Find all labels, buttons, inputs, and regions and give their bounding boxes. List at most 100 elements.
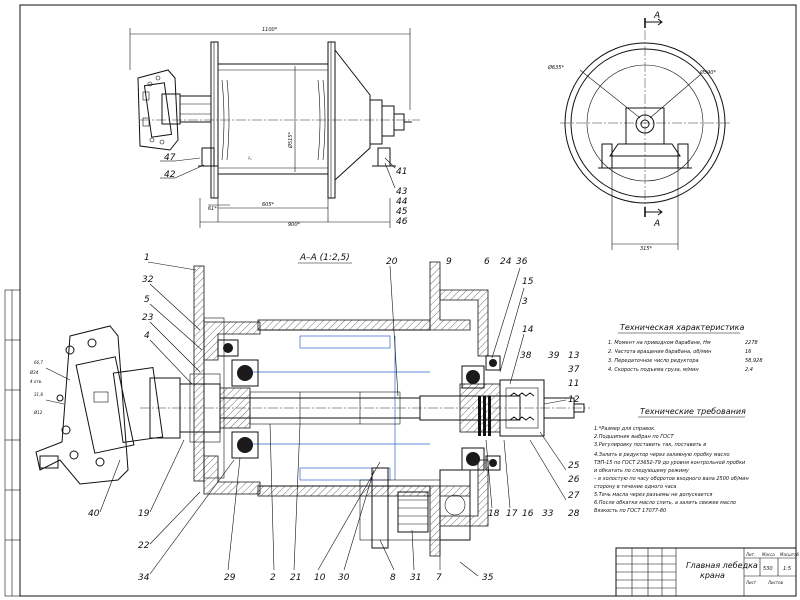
dim-total-length: 900* [288, 222, 301, 228]
svg-text:13: 13 [568, 351, 580, 361]
svg-text:2: 2 [270, 573, 276, 583]
section-callouts: 1 32 5 23 4 20 9 6 24 36 15 3 14 38 39 1… [88, 253, 580, 583]
svg-text:41: 41 [396, 167, 407, 177]
svg-text:39: 39 [548, 351, 560, 361]
tech-characteristics: Техническая характеристика 1. Момент на … [608, 323, 763, 373]
dim-side-width: 315* [640, 246, 653, 252]
svg-text:4: 4 [144, 331, 150, 341]
svg-text:11: 11 [568, 379, 579, 389]
dim-drum-length: 605* [262, 202, 275, 208]
svg-text:6: 6 [484, 257, 490, 267]
title-block: Главная лебедка крана Лит. Масса Масштаб… [615, 547, 800, 597]
svg-text:46: 46 [396, 217, 408, 227]
svg-text:7: 7 [436, 573, 442, 583]
svg-text:35: 35 [482, 573, 494, 583]
svg-text:31: 31 [410, 573, 421, 583]
svg-text:4. Скорость подъема груза, м/м: 4. Скорость подъема груза, м/мин [608, 367, 699, 373]
svg-text:30: 30 [338, 573, 350, 583]
sheet-frame [19, 4, 797, 597]
svg-text:4.Залить в редуктор через зали: 4.Залить в редуктор через заливную пробк… [594, 452, 730, 458]
svg-text:ТЭП-15 по ГОСТ 23652-79 до уро: ТЭП-15 по ГОСТ 23652-79 до уровня контро… [594, 460, 746, 466]
section-mark-bottom: A [653, 219, 660, 229]
title-mass: 530 [763, 566, 773, 572]
title-name-2: крана [700, 571, 725, 580]
svg-text:32: 32 [142, 275, 154, 285]
svg-text:36: 36 [516, 257, 528, 267]
svg-text:45: 45 [396, 207, 408, 217]
svg-text:34: 34 [138, 573, 150, 583]
svg-text:2278: 2278 [745, 340, 758, 346]
section-view: A–A (1:2,5) [29, 253, 590, 583]
svg-text:38: 38 [520, 351, 532, 361]
left-binding-strip [4, 289, 21, 597]
svg-text:28: 28 [568, 509, 580, 519]
svg-text:2.Подшипник выбран по ГОСТ: 2.Подшипник выбран по ГОСТ [594, 434, 674, 440]
dim-top-length: 1100* [262, 27, 278, 33]
left-bearings [217, 339, 259, 459]
svg-text:и обкатать по следующему режим: и обкатать по следующему режиму [594, 468, 690, 474]
svg-text:Лист: Лист [745, 580, 757, 585]
svg-text:29: 29 [224, 573, 236, 583]
svg-text:31,8: 31,8 [34, 392, 43, 397]
svg-text:Листов: Листов [767, 580, 784, 585]
title-scale: 1:5 [783, 566, 791, 572]
svg-text:– в холостую по часу оборотов: – в холостую по часу оборотов входного в… [594, 476, 750, 482]
svg-text:66,7: 66,7 [34, 360, 43, 365]
svg-text:27: 27 [568, 491, 580, 501]
svg-text:4 отв.: 4 отв. [30, 379, 42, 384]
svg-text:Ø12: Ø12 [33, 410, 43, 415]
svg-text:1: 1 [144, 253, 150, 263]
svg-text:58,928: 58,928 [745, 358, 763, 364]
svg-text:47: 47 [164, 153, 176, 163]
section-motor [35, 325, 181, 485]
section-mark-top: A [653, 11, 660, 21]
tech-requirements: Технические требования 1.*Размер для спр… [594, 407, 750, 514]
svg-text:сторону в течение одного часа: сторону в течение одного часа [594, 484, 676, 490]
svg-text:18: 18 [488, 509, 500, 519]
dim-side-drum-dia: Ø590* [699, 69, 716, 76]
top-drum [217, 63, 329, 175]
svg-text:?°: ?° [248, 156, 253, 160]
svg-text:26: 26 [568, 475, 580, 485]
dim-drum-dia: Ø515* [287, 132, 294, 149]
svg-text:16: 16 [745, 349, 751, 355]
svg-text:5: 5 [144, 295, 150, 305]
svg-text:8: 8 [390, 573, 396, 583]
svg-text:1. Момент на приводном барабан: 1. Момент на приводном барабане, Нм [608, 340, 711, 346]
section-title: A–A (1:2,5) [299, 253, 350, 263]
svg-text:Масштаб: Масштаб [780, 552, 800, 557]
svg-text:14: 14 [522, 325, 534, 335]
top-view: 1100* Ø515* ?° [129, 27, 420, 228]
svg-text:3.Регулировку поставить так, п: 3.Регулировку поставить так, поставить в [594, 442, 706, 448]
svg-text:Масса: Масса [762, 552, 775, 557]
dim-flange-gap: 61* [208, 206, 217, 212]
svg-text:6.После обкатки масло слить, а: 6.После обкатки масло слить, а залить св… [594, 500, 736, 506]
svg-text:5.Течь масла через разъемы не: 5.Течь масла через разъемы не допускаетс… [594, 492, 712, 498]
svg-text:40: 40 [88, 509, 100, 519]
svg-text:17: 17 [506, 509, 518, 519]
side-view: A A Ø635* Ø590* 315* [547, 11, 730, 252]
svg-text:24: 24 [500, 257, 512, 267]
svg-text:19: 19 [138, 509, 150, 519]
title-name-1: Главная лебедка [686, 561, 758, 570]
svg-text:43: 43 [396, 187, 408, 197]
svg-text:22: 22 [138, 541, 150, 551]
section-drum [257, 319, 431, 331]
svg-text:23: 23 [142, 313, 154, 323]
svg-text:20: 20 [386, 257, 398, 267]
svg-text:3. Передаточное число редуктор: 3. Передаточное число редуктора [608, 358, 699, 364]
top-callouts: 47 42 41 43 44 45 46 [160, 153, 408, 227]
motor-dims: 66,7 Ø34 4 отв. 31,8 Ø12 [29, 360, 71, 415]
svg-text:25: 25 [568, 461, 580, 471]
svg-text:9: 9 [446, 257, 452, 267]
svg-text:16: 16 [522, 509, 534, 519]
svg-text:Вязкость по ГОСТ 17077-80: Вязкость по ГОСТ 17077-80 [594, 508, 666, 514]
svg-text:15: 15 [522, 277, 534, 287]
svg-text:Техническая характеристика: Техническая характеристика [620, 323, 745, 332]
left-flange [193, 265, 205, 482]
svg-text:Лит.: Лит. [745, 552, 755, 557]
svg-text:12: 12 [568, 395, 580, 405]
svg-text:42: 42 [164, 170, 176, 180]
svg-text:37: 37 [568, 365, 580, 375]
